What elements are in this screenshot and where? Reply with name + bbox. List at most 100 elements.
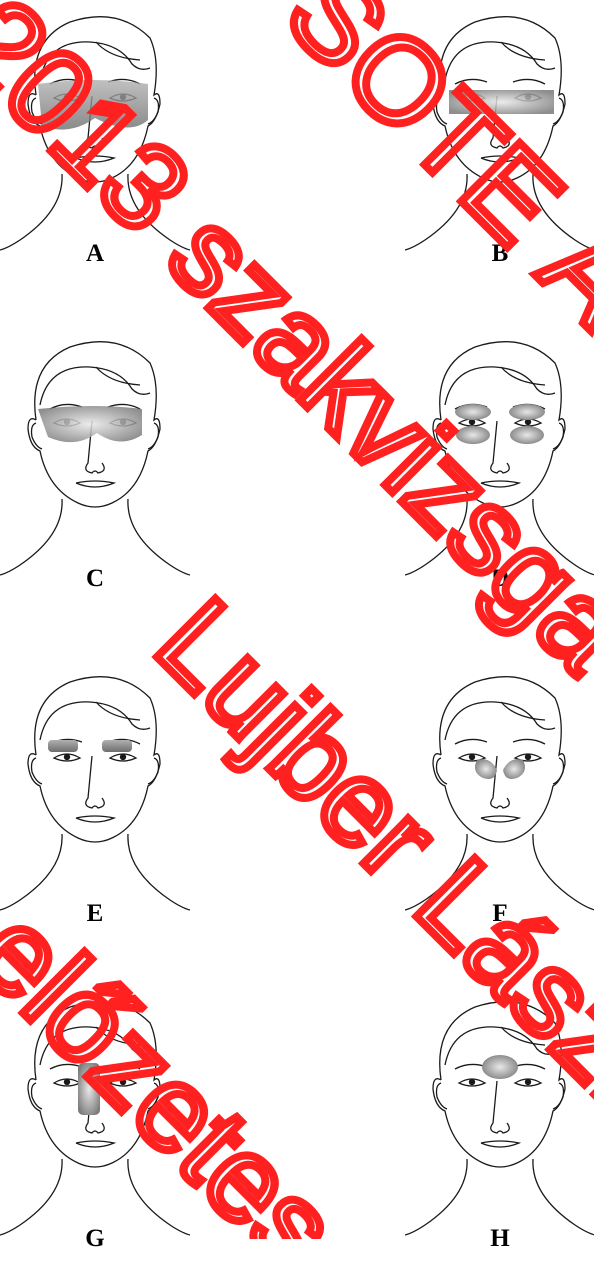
ear-right (148, 423, 159, 449)
panel-d: D (405, 325, 594, 625)
ear-right (553, 423, 564, 449)
ear-right (553, 758, 564, 784)
hair-part (96, 367, 140, 385)
pupil (64, 754, 70, 760)
shaded-region (38, 406, 142, 442)
hair-part (96, 42, 140, 60)
hair-part (96, 1027, 140, 1045)
hairline (445, 42, 555, 80)
mouth (76, 156, 114, 162)
hairline (445, 702, 555, 740)
panel-label: B (405, 240, 594, 268)
shaded-region (509, 404, 545, 420)
nose (491, 1081, 510, 1133)
neck-right (533, 174, 594, 250)
eyebrow-left (50, 1064, 82, 1069)
neck-right (128, 834, 190, 910)
panel-label: E (0, 900, 190, 928)
shaded-region (456, 426, 490, 444)
pupil (469, 754, 475, 760)
face-outline (405, 342, 594, 575)
panel-g: G (0, 985, 250, 1285)
shaded-region (48, 740, 78, 752)
eyebrow-right (513, 79, 545, 84)
neck-left (405, 834, 467, 910)
ear-right (553, 98, 564, 124)
panel-label: A (0, 240, 190, 268)
shaded-region (475, 759, 497, 779)
nose (86, 756, 105, 808)
face-outline (405, 677, 594, 910)
head-outline (433, 1002, 565, 1167)
neck-right (533, 499, 594, 575)
shaded-region (102, 740, 132, 752)
pupil (120, 754, 126, 760)
head-outline (433, 677, 565, 842)
ear-right (148, 758, 159, 784)
pupil (525, 754, 531, 760)
panel-label: H (405, 1225, 594, 1253)
shaded-region (455, 404, 491, 420)
mouth (76, 481, 114, 487)
neck-left (0, 174, 62, 250)
mouth (76, 816, 114, 822)
face-outline (405, 1002, 594, 1235)
eyebrow-left (455, 739, 487, 744)
pupil (64, 1079, 70, 1085)
hair-part (501, 1027, 545, 1045)
ear-right (148, 98, 159, 124)
panel-label: F (405, 900, 594, 928)
hairline (40, 1027, 150, 1065)
neck-left (405, 1159, 467, 1235)
hair-part (501, 702, 545, 720)
eyebrow-left (455, 79, 487, 84)
panel-b: B (405, 0, 594, 300)
neck-right (533, 1159, 594, 1235)
panel-label: G (0, 1225, 190, 1253)
mouth (481, 156, 519, 162)
eyebrow-right (513, 739, 545, 744)
neck-left (0, 499, 62, 575)
face-outline (0, 17, 190, 250)
hair-part (96, 702, 140, 720)
shaded-region (482, 1055, 518, 1079)
head-outline (433, 342, 565, 507)
hair-part (501, 367, 545, 385)
mouth (481, 481, 519, 487)
nose (491, 421, 510, 473)
shaded-region (38, 80, 148, 130)
neck-left (405, 174, 467, 250)
pupil (120, 1079, 126, 1085)
eyebrow-right (108, 1064, 140, 1069)
mouth (76, 1141, 114, 1147)
hair-part (501, 42, 545, 60)
head-outline (28, 677, 160, 842)
panel-f: F (405, 660, 594, 960)
mouth (481, 816, 519, 822)
nose (491, 756, 510, 808)
neck-right (128, 499, 190, 575)
shaded-region (78, 1063, 100, 1115)
neck-left (405, 499, 467, 575)
mouth (481, 1141, 519, 1147)
panel-label: D (405, 565, 594, 593)
hairline (445, 367, 555, 405)
shaded-region (503, 759, 525, 779)
ear-right (148, 1083, 159, 1109)
face-outline (0, 1002, 190, 1235)
neck-left (0, 834, 62, 910)
face-outline (0, 677, 190, 910)
shaded-region (449, 90, 554, 114)
pupil (469, 1079, 475, 1085)
neck-right (128, 174, 190, 250)
panel-e: E (0, 660, 250, 960)
hairline (40, 367, 150, 405)
neck-right (128, 1159, 190, 1235)
face-outline (0, 342, 190, 575)
hairline (40, 702, 150, 740)
panel-h: H (405, 985, 594, 1285)
neck-right (533, 834, 594, 910)
panel-c: C (0, 325, 250, 625)
pupil (525, 1079, 531, 1085)
panel-a: A (0, 0, 250, 300)
